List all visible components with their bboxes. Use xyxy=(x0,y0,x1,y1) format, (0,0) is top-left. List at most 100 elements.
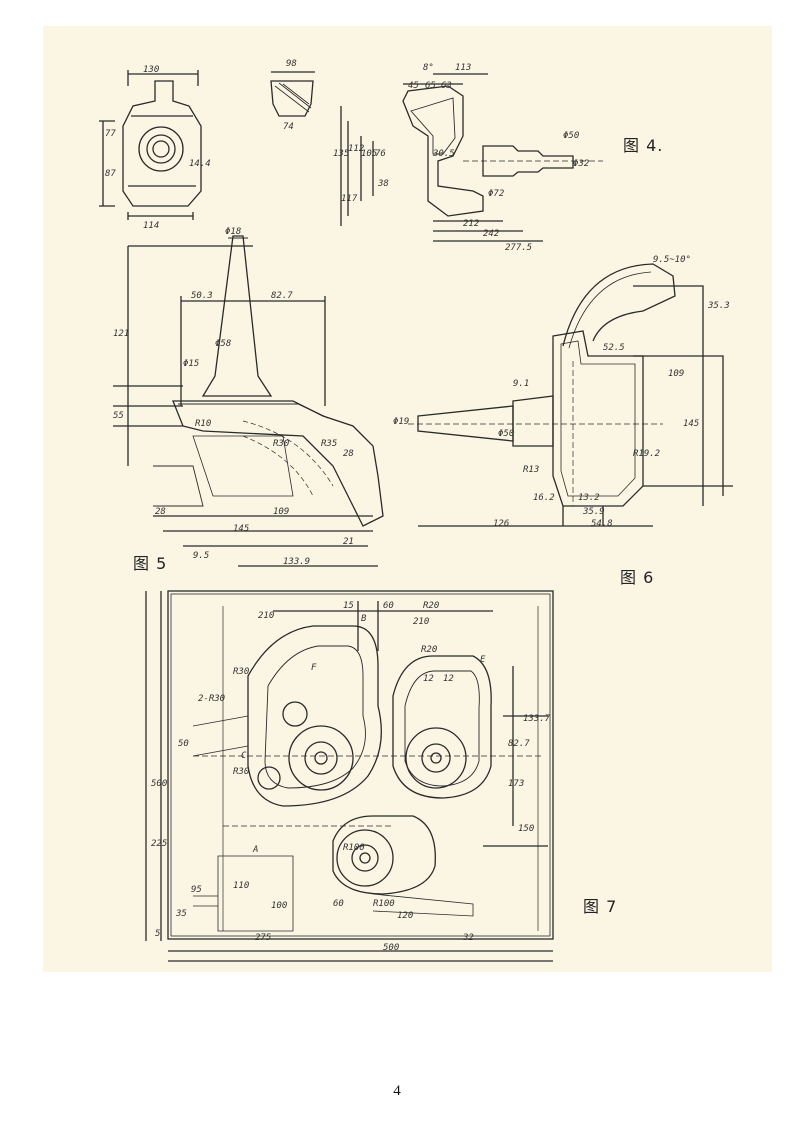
dim-label: 105 xyxy=(361,149,377,159)
dim-label: 500 xyxy=(383,943,399,953)
dim-label: 82.7 xyxy=(271,291,293,301)
dim-label: 225 xyxy=(151,839,167,849)
fig4-plan-view xyxy=(99,70,202,220)
dim-label: 9.5 xyxy=(193,551,209,561)
dim-label: R19.2 xyxy=(633,449,660,459)
dim-label: 150 xyxy=(518,824,534,834)
dim-label: 21 xyxy=(343,537,354,547)
dim-label: 135 xyxy=(333,149,349,159)
dim-label: 109 xyxy=(668,369,684,379)
figure-caption: 图 5 xyxy=(133,554,168,573)
dim-label: 130 xyxy=(143,65,159,75)
figure-caption: 图 6 xyxy=(620,568,655,587)
dim-label: 133.9 xyxy=(283,557,310,567)
dim-label: 113 xyxy=(455,63,471,73)
dim-label: R13 xyxy=(523,465,539,475)
dim-label: 212 xyxy=(463,219,479,229)
dim-label: 38 xyxy=(377,179,389,189)
dim-label: Φ72 xyxy=(488,189,504,199)
dim-label: 112 xyxy=(348,144,364,154)
dim-label: 30.5 xyxy=(432,149,455,159)
dim-label: 120 xyxy=(397,911,413,921)
dim-label: 145 xyxy=(233,524,249,534)
dim-label: 117 xyxy=(341,194,358,204)
dim-label: Φ18 xyxy=(225,227,241,237)
dim-label: F xyxy=(311,663,317,673)
fig4-side-view xyxy=(340,73,603,242)
dim-label: 45 xyxy=(408,81,419,91)
dim-label: 16.2 xyxy=(533,493,555,503)
dim-label: 52.5 xyxy=(603,343,625,353)
dim-label: R20 xyxy=(423,601,439,611)
dim-label: 50.3 xyxy=(191,291,213,301)
dim-label: 173 xyxy=(508,779,524,789)
fig7-die-layout xyxy=(145,590,554,962)
dim-label: 77 xyxy=(105,129,116,139)
dim-label: 60 xyxy=(333,899,344,909)
dim-label: Φ15 xyxy=(183,359,199,369)
dim-label: Φ58 xyxy=(215,339,231,349)
dim-label: R100 xyxy=(343,843,365,853)
dim-label: 50 xyxy=(178,739,189,749)
fig6-view xyxy=(408,263,733,527)
dim-label: 277.5 xyxy=(505,243,532,253)
dim-label: Φ50 xyxy=(498,429,514,439)
dim-label: 210 xyxy=(413,617,429,627)
dim-label: R30 xyxy=(233,767,249,777)
dim-label: Φ32 xyxy=(573,159,589,169)
dim-label: 242 xyxy=(483,229,499,239)
dim-label: 98 xyxy=(286,59,297,69)
dim-label: 32 xyxy=(462,933,474,943)
dim-label: 95 xyxy=(191,885,202,895)
figure-caption: 图 7 xyxy=(583,897,618,916)
dim-label: E xyxy=(480,655,486,665)
dim-label: 82.7 xyxy=(508,739,530,749)
dim-label: 74 xyxy=(283,122,294,132)
dim-label: 55 xyxy=(113,411,124,421)
dim-label: 12 xyxy=(443,674,454,684)
dim-label: 9.5~10° xyxy=(653,255,691,265)
dim-label: 121 xyxy=(113,329,129,339)
dim-label: 114 xyxy=(143,221,159,231)
fig5-view xyxy=(113,235,384,567)
dim-label: 275 xyxy=(255,933,271,943)
dim-label: 76 xyxy=(375,149,386,159)
dim-label: 28 xyxy=(155,507,166,517)
dim-label: 60 xyxy=(383,601,394,611)
dim-label: 133.7 xyxy=(523,714,551,724)
dim-label: R30 xyxy=(273,439,289,449)
fig4-section-aa xyxy=(270,71,315,117)
dim-label: A xyxy=(252,845,258,855)
dim-label: R20 xyxy=(421,645,437,655)
dim-label: 35.9 xyxy=(582,507,605,517)
dim-label: R100 xyxy=(373,899,395,909)
dim-label: 13.2 xyxy=(578,493,600,503)
dim-label: R30 xyxy=(233,667,249,677)
dim-label: 54.8 xyxy=(591,519,613,529)
dimension-labels: 130 77 87 14.4 114 98 74 8° 113 45 65 63… xyxy=(105,59,730,953)
dim-label: 500 xyxy=(151,779,167,789)
dim-label: 145 xyxy=(683,419,699,429)
scanned-drawing-sheet: 130 77 87 14.4 114 98 74 8° 113 45 65 63… xyxy=(43,26,772,972)
page-number: 4 xyxy=(393,1083,401,1099)
dim-label: 63 xyxy=(441,81,452,91)
dim-label: 12 xyxy=(423,674,434,684)
dim-label: 109 xyxy=(273,507,289,517)
dim-label: 35 xyxy=(175,909,187,919)
dim-label: Φ50 xyxy=(563,131,579,141)
dim-label: 110 xyxy=(233,881,249,891)
dim-label: 210 xyxy=(258,611,274,621)
dim-label: 2-R30 xyxy=(198,694,225,704)
dim-label: 87 xyxy=(105,169,116,179)
figure-caption: 图 4. xyxy=(623,136,664,155)
dim-label: 14.4 xyxy=(189,159,211,169)
dim-label: Φ19 xyxy=(393,417,409,427)
dim-label: 35.3 xyxy=(707,301,730,311)
dim-label: 15 xyxy=(343,601,354,611)
dim-label: 126 xyxy=(493,519,509,529)
dim-label: R35 xyxy=(321,439,337,449)
dim-label: 65 xyxy=(425,81,436,91)
dim-label: 5 xyxy=(155,929,160,939)
dim-label: 28 xyxy=(343,449,354,459)
dim-label: 100 xyxy=(271,901,287,911)
